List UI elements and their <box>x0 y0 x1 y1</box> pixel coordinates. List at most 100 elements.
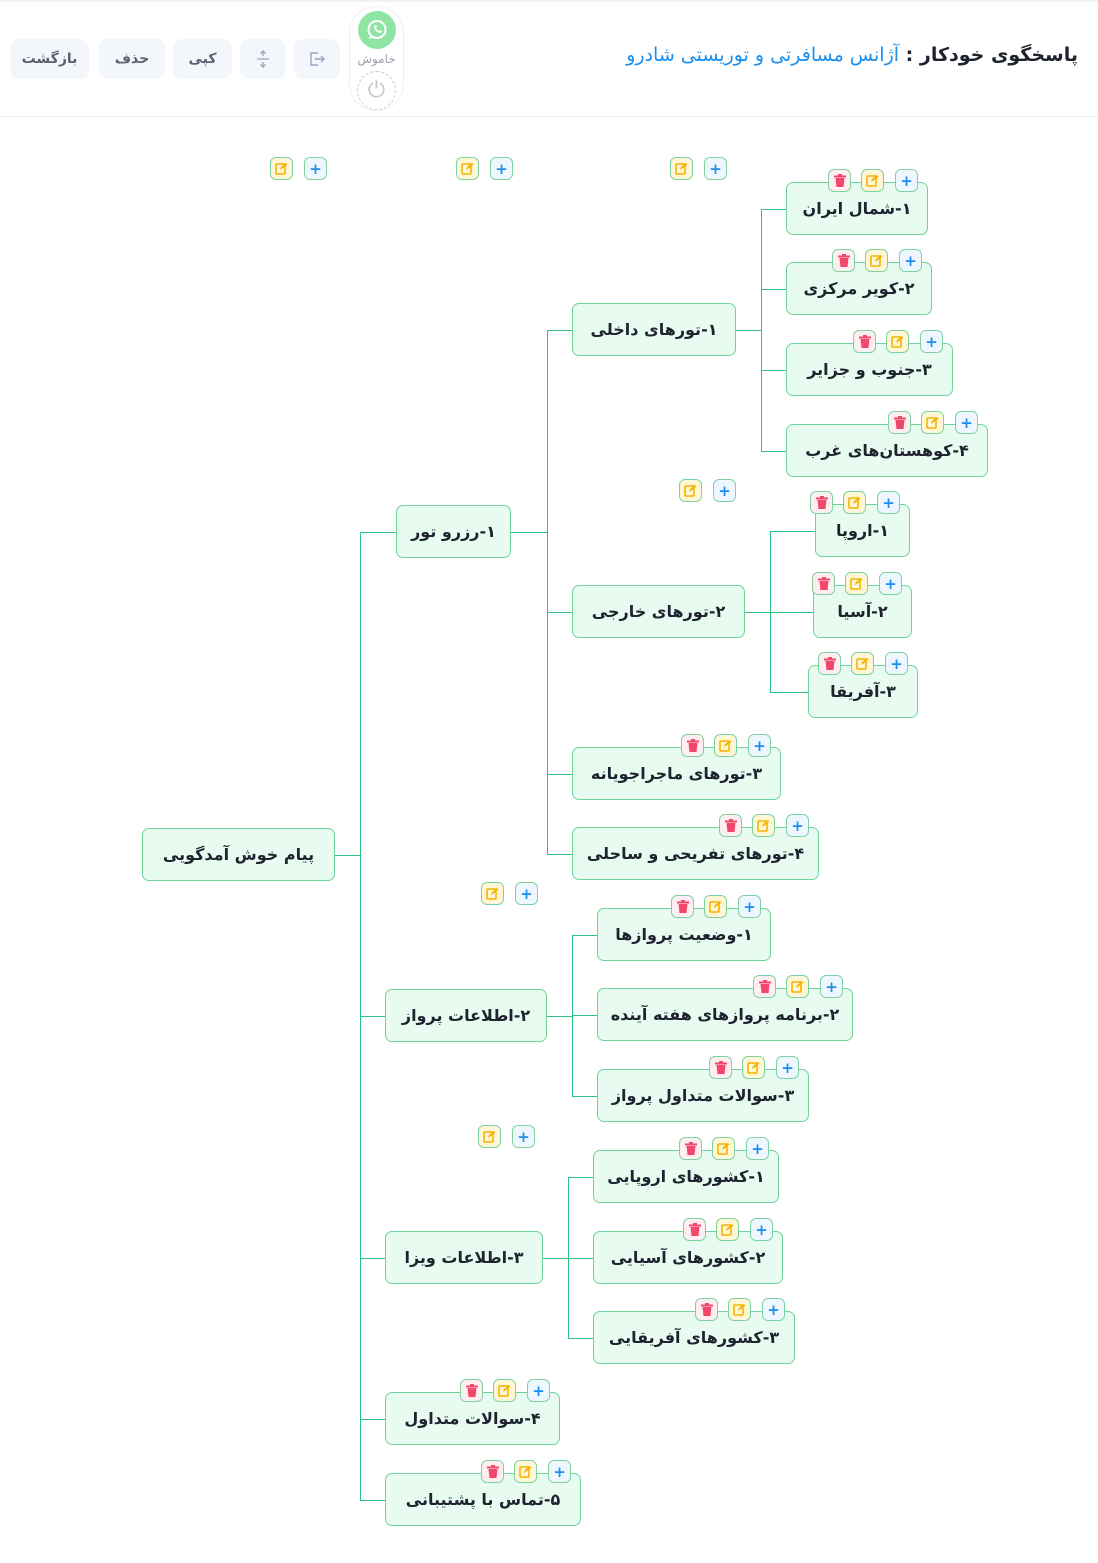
tree-node[interactable]: ۳-اطلاعات ویزا <box>385 1231 543 1284</box>
connector-line <box>572 1095 597 1097</box>
add-child-button[interactable]: + <box>515 882 538 905</box>
edit-button[interactable] <box>478 1125 501 1148</box>
tree-node[interactable]: ۲-کشورهای آسیایی <box>593 1231 783 1284</box>
add-child-button[interactable]: + <box>713 479 736 502</box>
tree-node[interactable]: ۴-کوهستان‌های غرب <box>786 424 988 477</box>
edit-button[interactable] <box>481 882 504 905</box>
edit-button[interactable] <box>716 1218 739 1241</box>
tree-node[interactable]: ۲-اطلاعات پرواز <box>385 989 547 1042</box>
delete-node-button[interactable] <box>671 895 694 918</box>
tree-node[interactable]: ۱-شمال ایران <box>786 182 928 235</box>
tree-node[interactable]: ۳-تورهای ماجراجویانه <box>572 747 781 800</box>
add-child-button[interactable]: + <box>786 814 809 837</box>
add-child-button[interactable]: + <box>820 975 843 998</box>
edit-button[interactable] <box>670 157 693 180</box>
add-child-button[interactable]: + <box>885 652 908 675</box>
trash-icon <box>688 1223 701 1236</box>
add-child-button[interactable]: + <box>762 1298 785 1321</box>
edit-button[interactable] <box>714 734 737 757</box>
add-child-button[interactable]: + <box>512 1125 535 1148</box>
trash-icon <box>724 819 737 832</box>
edit-button[interactable] <box>712 1137 735 1160</box>
add-child-button[interactable]: + <box>304 157 327 180</box>
edit-button[interactable] <box>728 1298 751 1321</box>
edit-button[interactable] <box>752 814 775 837</box>
tree-node[interactable]: ۵-تماس با پشتیبانی <box>385 1473 581 1526</box>
add-child-button[interactable]: + <box>750 1218 773 1241</box>
tree-node[interactable]: ۲-تورهای خارجی <box>572 585 745 638</box>
plus-icon: + <box>767 1300 780 1319</box>
root-node[interactable]: پیام خوش آمدگویی <box>142 828 335 881</box>
tree-node[interactable]: ۳-سوالات متداول پرواز <box>597 1069 809 1122</box>
add-child-button[interactable]: + <box>527 1379 550 1402</box>
delete-node-button[interactable] <box>719 814 742 837</box>
add-child-button[interactable]: + <box>548 1460 571 1483</box>
edit-icon <box>498 1384 511 1397</box>
edit-button[interactable] <box>456 157 479 180</box>
edit-icon <box>848 496 861 509</box>
back-button[interactable]: بازگشت <box>10 39 89 79</box>
delete-node-button[interactable] <box>810 491 833 514</box>
node-label: پیام خوش آمدگویی <box>162 845 315 864</box>
edit-button[interactable] <box>861 169 884 192</box>
whatsapp-toggle[interactable]: خاموش ⏻ <box>349 6 404 111</box>
edit-button[interactable] <box>851 652 874 675</box>
tree-node[interactable]: ۱-رزرو تور <box>396 505 511 558</box>
power-icon[interactable]: ⏻ <box>357 71 396 110</box>
edit-button[interactable] <box>921 411 944 434</box>
node-label: ۳-سوالات متداول پرواز <box>611 1086 795 1105</box>
add-child-button[interactable]: + <box>776 1056 799 1079</box>
plus-icon: + <box>882 493 895 512</box>
edit-button[interactable] <box>704 895 727 918</box>
delete-node-button[interactable] <box>753 975 776 998</box>
tree-node[interactable]: ۲-برنامه پروازهای هفته آینده <box>597 988 853 1041</box>
delete-node-button[interactable] <box>709 1056 732 1079</box>
delete-node-button[interactable] <box>695 1298 718 1321</box>
edit-button[interactable] <box>742 1056 765 1079</box>
add-child-button[interactable]: + <box>895 169 918 192</box>
plus-icon: + <box>925 332 938 351</box>
add-child-button[interactable]: + <box>746 1137 769 1160</box>
edit-button[interactable] <box>886 330 909 353</box>
add-child-button[interactable]: + <box>879 572 902 595</box>
delete-node-button[interactable] <box>481 1460 504 1483</box>
delete-node-button[interactable] <box>681 734 704 757</box>
node-label: ۱-رزرو تور <box>411 522 496 541</box>
delete-node-button[interactable] <box>812 572 835 595</box>
edit-button[interactable] <box>493 1379 516 1402</box>
add-child-button[interactable]: + <box>738 895 761 918</box>
connector-line <box>547 329 548 855</box>
copy-button[interactable]: کپی <box>173 39 232 79</box>
exit-button[interactable] <box>294 39 340 79</box>
edit-button[interactable] <box>270 157 293 180</box>
connector-line <box>572 934 597 936</box>
add-child-button[interactable]: + <box>877 491 900 514</box>
delete-button[interactable]: حذف <box>99 39 165 79</box>
delete-node-button[interactable] <box>888 411 911 434</box>
edit-button[interactable] <box>786 975 809 998</box>
add-child-button[interactable]: + <box>920 330 943 353</box>
edit-button[interactable] <box>514 1460 537 1483</box>
collapse-button[interactable] <box>240 39 286 79</box>
delete-node-button[interactable] <box>460 1379 483 1402</box>
delete-node-button[interactable] <box>832 249 855 272</box>
delete-node-button[interactable] <box>683 1218 706 1241</box>
edit-button[interactable] <box>865 249 888 272</box>
add-child-button[interactable]: + <box>490 157 513 180</box>
delete-node-button[interactable] <box>853 330 876 353</box>
plus-icon: + <box>520 884 533 903</box>
delete-node-button[interactable] <box>818 652 841 675</box>
add-child-button[interactable]: + <box>748 734 771 757</box>
add-child-button[interactable]: + <box>955 411 978 434</box>
add-child-button[interactable]: + <box>899 249 922 272</box>
edit-button[interactable] <box>845 572 868 595</box>
edit-button[interactable] <box>679 479 702 502</box>
tree-node[interactable]: ۱-تورهای داخلی <box>572 303 736 356</box>
tree-node[interactable]: ۳-کشورهای آفریقایی <box>593 1311 795 1364</box>
edit-button[interactable] <box>843 491 866 514</box>
delete-node-button[interactable] <box>679 1137 702 1160</box>
add-child-button[interactable]: + <box>704 157 727 180</box>
connector-line <box>511 531 547 533</box>
tree-node[interactable]: ۴-تورهای تفریحی و ساحلی <box>572 827 819 880</box>
delete-node-button[interactable] <box>828 169 851 192</box>
